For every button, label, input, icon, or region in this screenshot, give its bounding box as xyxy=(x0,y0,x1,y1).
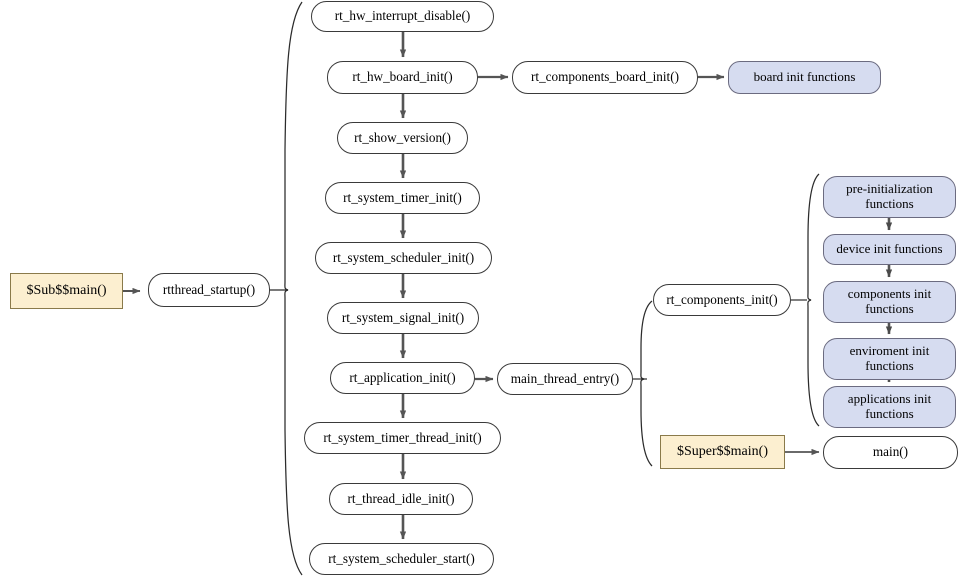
node-enviroment-init-functions[interactable]: enviroment init functions xyxy=(823,338,956,380)
node-board-init-functions[interactable]: board init functions xyxy=(728,61,881,94)
entry-brace xyxy=(640,300,653,467)
node-rt-system-timer-init-label: rt_system_timer_init() xyxy=(343,189,462,205)
node-rt-hw-interrupt-disable[interactable]: rt_hw_interrupt_disable() xyxy=(311,1,494,32)
node-rt-application-init[interactable]: rt_application_init() xyxy=(330,362,475,394)
node-main[interactable]: main() xyxy=(823,436,958,469)
node-rt-show-version[interactable]: rt_show_version() xyxy=(337,122,468,154)
node-board-init-functions-label: board init functions xyxy=(753,69,856,85)
node-rt-system-scheduler-init-label: rt_system_scheduler_init() xyxy=(332,249,475,265)
node-rt-hw-board-init[interactable]: rt_hw_board_init() xyxy=(327,61,478,94)
node-rt-components-init[interactable]: rt_components_init() xyxy=(653,284,791,316)
node-rt-system-timer-thread-init[interactable]: rt_system_timer_thread_init() xyxy=(304,422,501,454)
node-rt-system-timer-init[interactable]: rt_system_timer_init() xyxy=(325,182,480,214)
node-sub-main-label: $Sub$$main() xyxy=(26,283,107,299)
node-rtthread-startup-label: rtthread_startup() xyxy=(162,281,256,297)
main-chain-brace xyxy=(284,1,303,576)
node-rt-system-scheduler-init[interactable]: rt_system_scheduler_init() xyxy=(315,242,492,274)
node-rt-thread-idle-init-label: rt_thread_idle_init() xyxy=(347,490,455,506)
node-rt-system-timer-thread-init-label: rt_system_timer_thread_init() xyxy=(323,429,482,445)
node-rt-thread-idle-init[interactable]: rt_thread_idle_init() xyxy=(329,483,473,515)
node-enviroment-init-functions-label: enviroment init functions xyxy=(849,343,930,373)
node-rt-system-scheduler-start[interactable]: rt_system_scheduler_start() xyxy=(309,543,494,575)
node-main-thread-entry-label: main_thread_entry() xyxy=(510,370,620,386)
node-rtthread-startup[interactable]: rtthread_startup() xyxy=(148,273,270,307)
node-rt-application-init-label: rt_application_init() xyxy=(349,369,456,385)
node-sub-main[interactable]: $Sub$$main() xyxy=(10,273,123,309)
node-components-init-functions[interactable]: components init functions xyxy=(823,281,956,323)
node-rt-hw-interrupt-disable-label: rt_hw_interrupt_disable() xyxy=(334,8,471,24)
node-device-init-functions[interactable]: device init functions xyxy=(823,234,956,265)
init-list-brace xyxy=(807,173,820,427)
node-super-main-label: $Super$$main() xyxy=(677,444,768,460)
node-rt-components-init-label: rt_components_init() xyxy=(666,291,778,307)
node-main-label: main() xyxy=(872,444,909,460)
node-rt-show-version-label: rt_show_version() xyxy=(354,129,451,145)
node-pre-initialization-functions-label: pre-initialization functions xyxy=(846,181,933,211)
node-main-thread-entry[interactable]: main_thread_entry() xyxy=(497,363,633,395)
node-device-init-functions-label: device init functions xyxy=(836,241,943,257)
node-rt-components-board-init[interactable]: rt_components_board_init() xyxy=(512,61,698,94)
node-pre-initialization-functions[interactable]: pre-initialization functions xyxy=(823,176,956,218)
node-rt-system-scheduler-start-label: rt_system_scheduler_start() xyxy=(328,550,475,566)
node-applications-init-functions[interactable]: applications init functions xyxy=(823,386,956,428)
node-super-main[interactable]: $Super$$main() xyxy=(660,435,785,469)
node-rt-system-signal-init[interactable]: rt_system_signal_init() xyxy=(327,302,479,334)
node-rt-components-board-init-label: rt_components_board_init() xyxy=(531,69,679,85)
node-applications-init-functions-label: applications init functions xyxy=(847,391,932,421)
node-rt-system-signal-init-label: rt_system_signal_init() xyxy=(341,309,465,325)
node-rt-hw-board-init-label: rt_hw_board_init() xyxy=(352,69,453,85)
node-components-init-functions-label: components init functions xyxy=(847,286,932,316)
